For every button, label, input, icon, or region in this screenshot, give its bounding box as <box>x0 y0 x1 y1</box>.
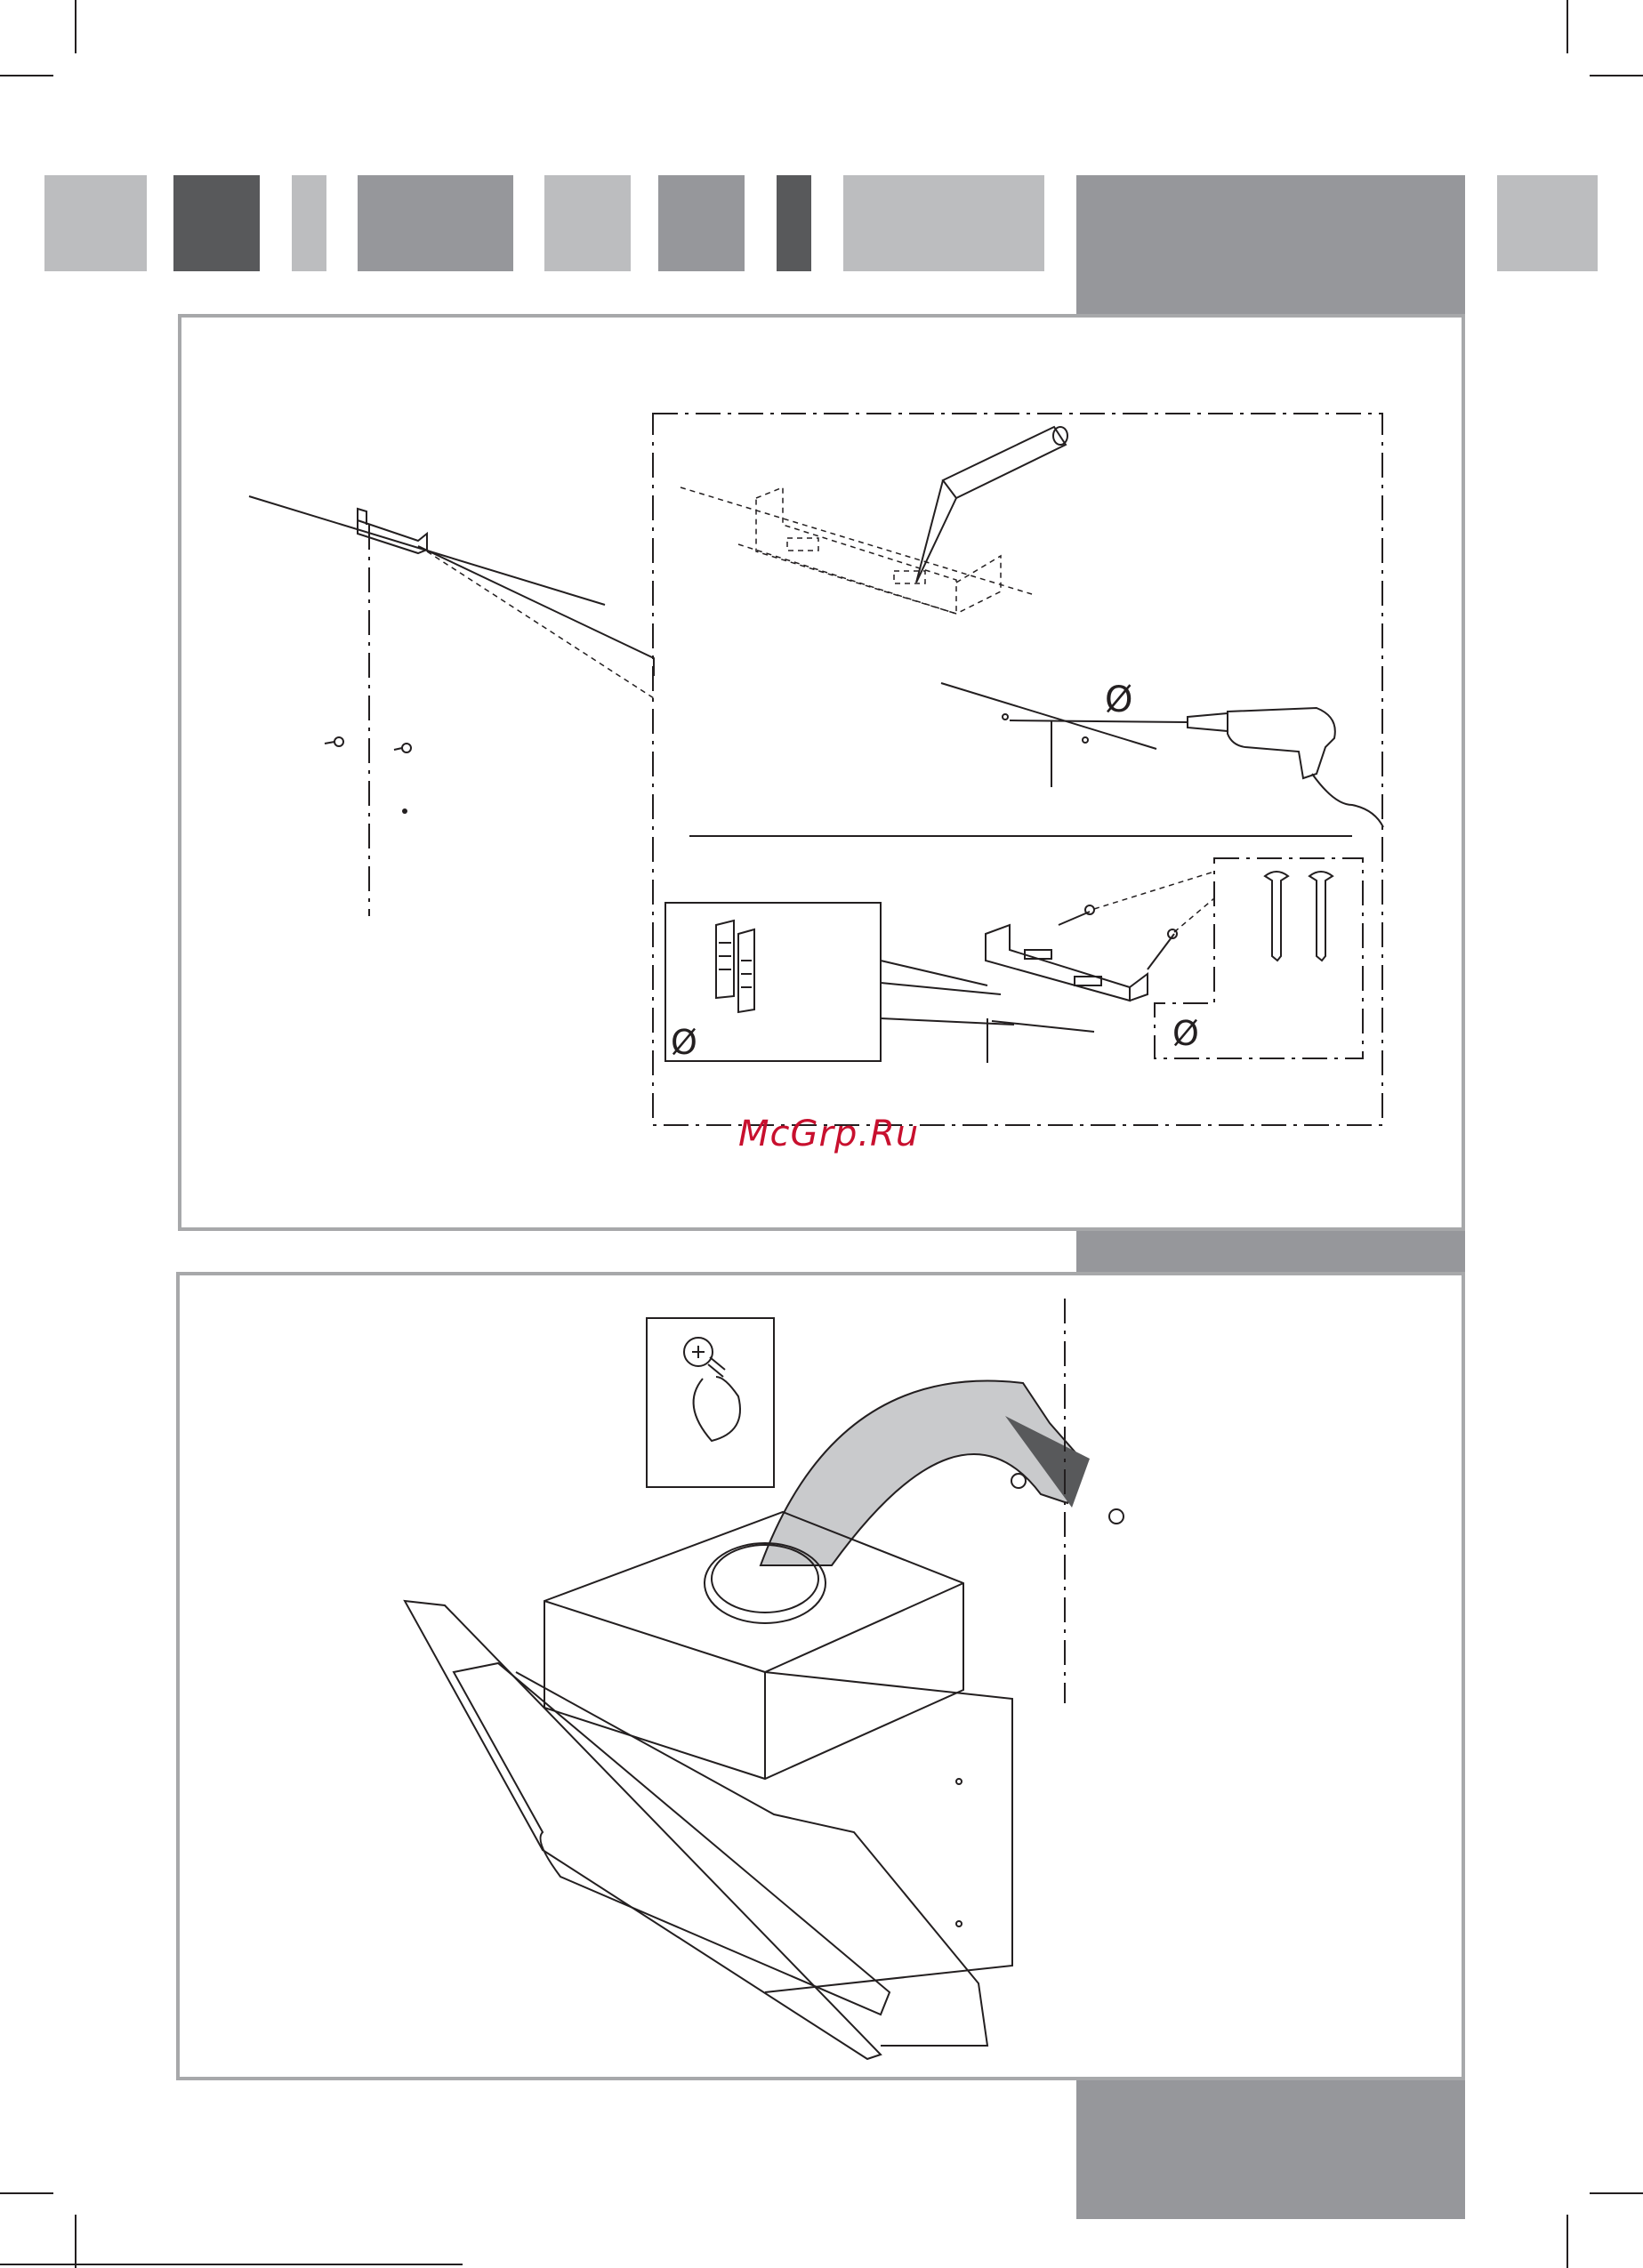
arrow-icon <box>761 1381 1090 1565</box>
screw-icon <box>684 1338 740 1441</box>
cooker-hood-icon <box>405 1512 1012 2059</box>
